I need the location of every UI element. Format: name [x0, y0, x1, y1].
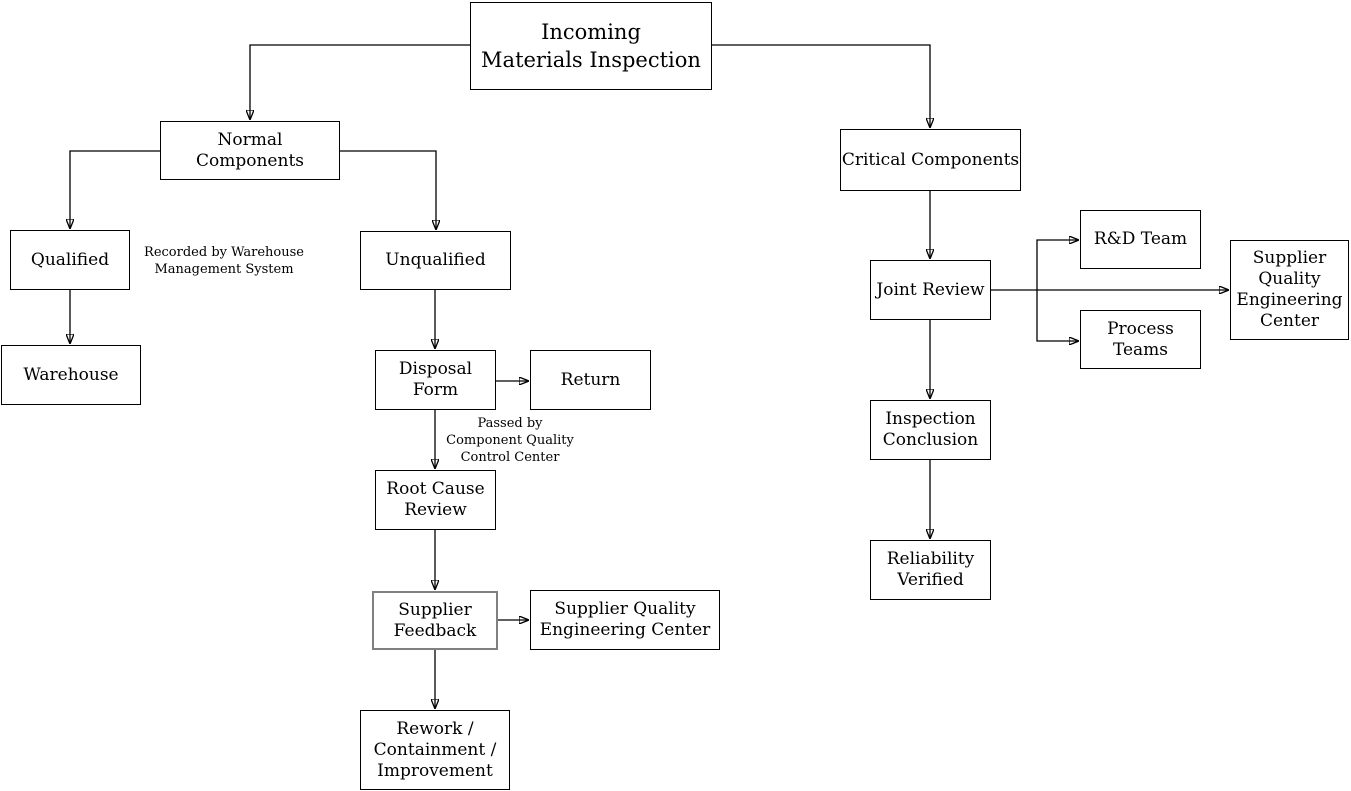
node-warehouse[interactable]: Warehouse [1, 345, 141, 405]
edge-normal-to-unqualified [340, 150, 436, 229]
node-joint-review[interactable]: Joint Review [870, 260, 991, 320]
edge-jointreview-to-rdteam [1036, 240, 1078, 290]
annotation-passed-by-component-quality: Passed by Component Quality Control Cent… [446, 416, 574, 465]
edge-incoming-to-critical [712, 44, 930, 127]
node-critical-components[interactable]: Critical Components [840, 129, 1021, 191]
edge-jointreview-to-processteams [1036, 290, 1078, 341]
node-supplier-quality-engineering-center-right[interactable]: Supplier Quality Engineering Center [1230, 240, 1349, 340]
node-supplier-feedback[interactable]: Supplier Feedback [372, 591, 498, 650]
edge-incoming-to-normal [250, 44, 470, 119]
node-rd-team[interactable]: R&D Team [1080, 210, 1201, 269]
edge-normal-to-qualified [70, 150, 160, 228]
node-inspection-conclusion[interactable]: Inspection Conclusion [870, 400, 991, 460]
node-root-cause-review[interactable]: Root Cause Review [375, 470, 496, 530]
node-supplier-quality-engineering-center-left[interactable]: Supplier Quality Engineering Center [530, 590, 720, 650]
node-rework-containment-improvement[interactable]: Rework / Containment / Improvement [360, 710, 510, 790]
node-normal-components[interactable]: Normal Components [160, 121, 340, 180]
node-unqualified[interactable]: Unqualified [360, 231, 511, 290]
node-process-teams[interactable]: Process Teams [1080, 310, 1201, 369]
node-return[interactable]: Return [530, 350, 651, 410]
node-disposal-form[interactable]: Disposal Form [375, 350, 496, 410]
node-reliability-verified[interactable]: Reliability Verified [870, 540, 991, 600]
node-incoming-materials-inspection[interactable]: Incoming Materials Inspection [470, 2, 712, 90]
annotation-recorded-by-warehouse: Recorded by Warehouse Management System [144, 245, 304, 277]
node-qualified[interactable]: Qualified [10, 230, 130, 290]
